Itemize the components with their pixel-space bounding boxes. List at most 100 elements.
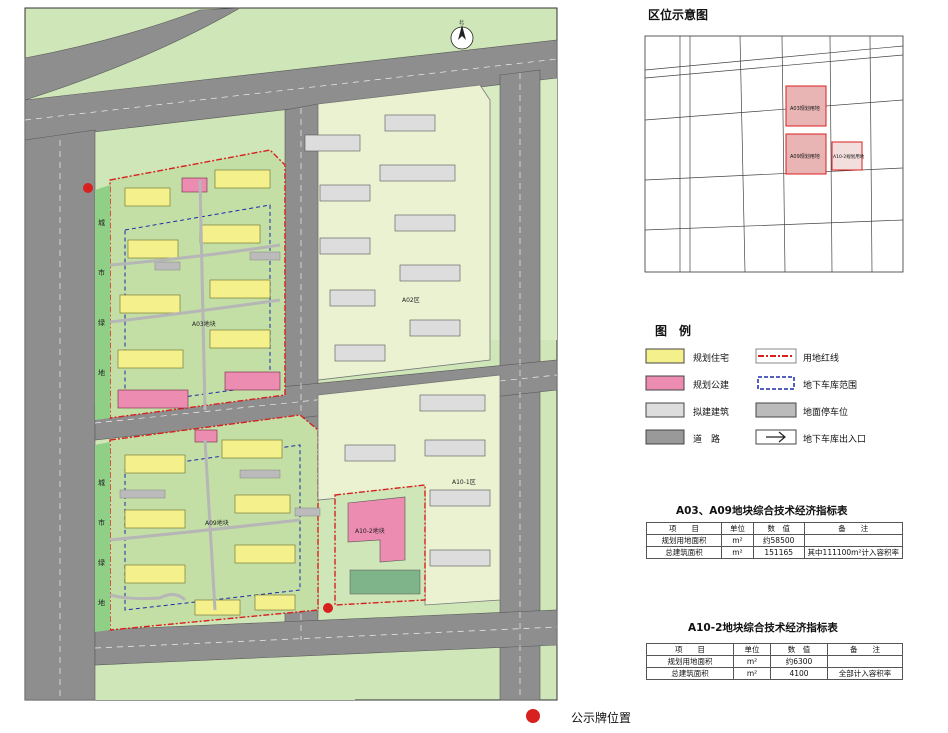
table1-title: A03、A09地块综合技术经济指标表 (676, 505, 848, 517)
building-a10-2-public (347, 496, 406, 563)
green-belt-west-a03 (95, 185, 110, 420)
table-cell: 总建筑面积 (645, 546, 723, 559)
label-a02: A02区 (402, 297, 420, 304)
residential-building (234, 494, 291, 514)
proposed-building (334, 344, 386, 362)
green-belt-char: 城 (98, 219, 105, 227)
label-a10-2: A10-2地块 (355, 527, 385, 535)
table-cell: m² (733, 655, 771, 668)
table-header: 备 注 (803, 522, 904, 535)
table-header: 项 目 (646, 643, 734, 656)
legend-swatch-parking (755, 402, 797, 418)
proposed-building (319, 237, 371, 255)
legend-swatch-garage (757, 376, 795, 390)
proposed-building (429, 489, 491, 507)
legend-swatch-proposed (645, 402, 685, 418)
table2: 项 目 单位 数 值 备 注 规划用地面积 m² 约6300 总建筑面积 m² … (646, 643, 903, 680)
proposed-building (344, 444, 396, 462)
legend-swatch-frame (755, 348, 797, 364)
green-belt-char: 绿 (98, 318, 105, 327)
table-header: 项 目 (645, 522, 723, 535)
legend-swatch-road (645, 429, 685, 445)
location-map-title: 区位示意图 (648, 8, 709, 22)
residential-building (124, 187, 171, 207)
parking-stall-row (154, 261, 181, 271)
table2-header-row: 项 目 单位 数 值 备 注 (646, 643, 903, 656)
residential-building (127, 239, 179, 259)
garage-range-a03 (124, 204, 271, 406)
road-north-east (24, 39, 558, 141)
parking-stall-row (239, 469, 281, 479)
residential-building (209, 329, 271, 349)
table-cell: 约58500 (752, 534, 805, 547)
residential-building (124, 509, 186, 529)
location-map-frame (644, 35, 904, 273)
label-a10-1: A10-1区 (452, 479, 476, 486)
table-cell: 全部计入容积率 (827, 667, 903, 680)
location-label-a09: A09规划用地 (790, 153, 820, 160)
notice-board-marker-south (323, 603, 333, 613)
residential-building (119, 294, 181, 314)
location-label-a10-2: A10-2规划用地 (833, 153, 865, 160)
residential-buildings-a03 (117, 169, 271, 369)
legend-label-public: 规划公建 (693, 381, 730, 391)
legend-swatch-public (645, 375, 685, 391)
table-row: 总建筑面积 m² 4100 全部计入容积率 (646, 667, 903, 680)
proposed-building (329, 289, 376, 307)
table-cell: 总建筑面积 (646, 667, 734, 680)
legend-label-residential: 规划住宅 (693, 354, 730, 364)
internal-paths (109, 179, 301, 611)
table-row: 总建筑面积 m² 151165 其中111100m²计入容积率 (645, 546, 904, 559)
proposed-building (429, 549, 491, 567)
public-building (117, 389, 189, 409)
table-header: 单位 (733, 643, 771, 656)
proposed-building (384, 114, 436, 132)
legend-title: 图 例 (655, 324, 692, 338)
north-arrow-icon: 北 (450, 19, 474, 50)
table-cell: 4100 (770, 667, 828, 680)
table-header: 数 值 (752, 522, 805, 535)
notice-board-marker-north (83, 183, 93, 193)
residential-buildings-a09 (124, 439, 296, 616)
notice-board-label: 公示牌位置 (571, 711, 632, 725)
arrow-right-icon (766, 431, 786, 443)
label-a09: A09地块 (205, 519, 229, 527)
location-parcel-a09 (785, 133, 827, 175)
residential-building (221, 439, 283, 459)
table-cell: 151165 (752, 546, 805, 559)
residential-building (214, 169, 271, 189)
public-building (224, 371, 281, 391)
green-belt-char: 市 (98, 268, 105, 277)
proposed-buildings (304, 114, 491, 567)
green-belt-char: 城 (98, 479, 105, 487)
location-parcel-a10-2 (831, 141, 863, 171)
residential-building (124, 564, 186, 584)
green-belt-char: 地 (98, 598, 105, 607)
table-header: 备 注 (827, 643, 903, 656)
table1-header-row: 项 目 单位 数 值 备 注 (645, 522, 904, 535)
table-row: 规划用地面积 m² 约6300 (646, 655, 903, 668)
table-cell: m² (721, 546, 754, 559)
a10-2-parking (349, 569, 421, 595)
proposed-building (379, 164, 456, 182)
table-cell: 规划用地面积 (645, 534, 723, 547)
table-cell: 约6300 (770, 655, 828, 668)
legend-label-road: 道 路 (693, 435, 721, 445)
residential-building (124, 454, 186, 474)
legend-label-garage-entrance: 地下车库出入口 (803, 435, 867, 445)
table-header: 单位 (721, 522, 754, 535)
location-label-a03: A03规划用地 (790, 105, 820, 112)
green-belt-char: 绿 (98, 558, 105, 567)
residential-building (254, 594, 296, 611)
legend-swatch-residential (645, 348, 685, 364)
table-cell (827, 655, 903, 668)
label-a03: A03地块 (192, 320, 216, 328)
location-parcel-a03 (785, 85, 827, 127)
residential-building (117, 349, 184, 369)
residential-building (209, 279, 271, 299)
table-cell: m² (721, 534, 754, 547)
green-belt-char: 市 (98, 518, 105, 527)
parking-stall-row (294, 507, 321, 517)
legend-label-red-line: 用地红线 (803, 354, 840, 364)
